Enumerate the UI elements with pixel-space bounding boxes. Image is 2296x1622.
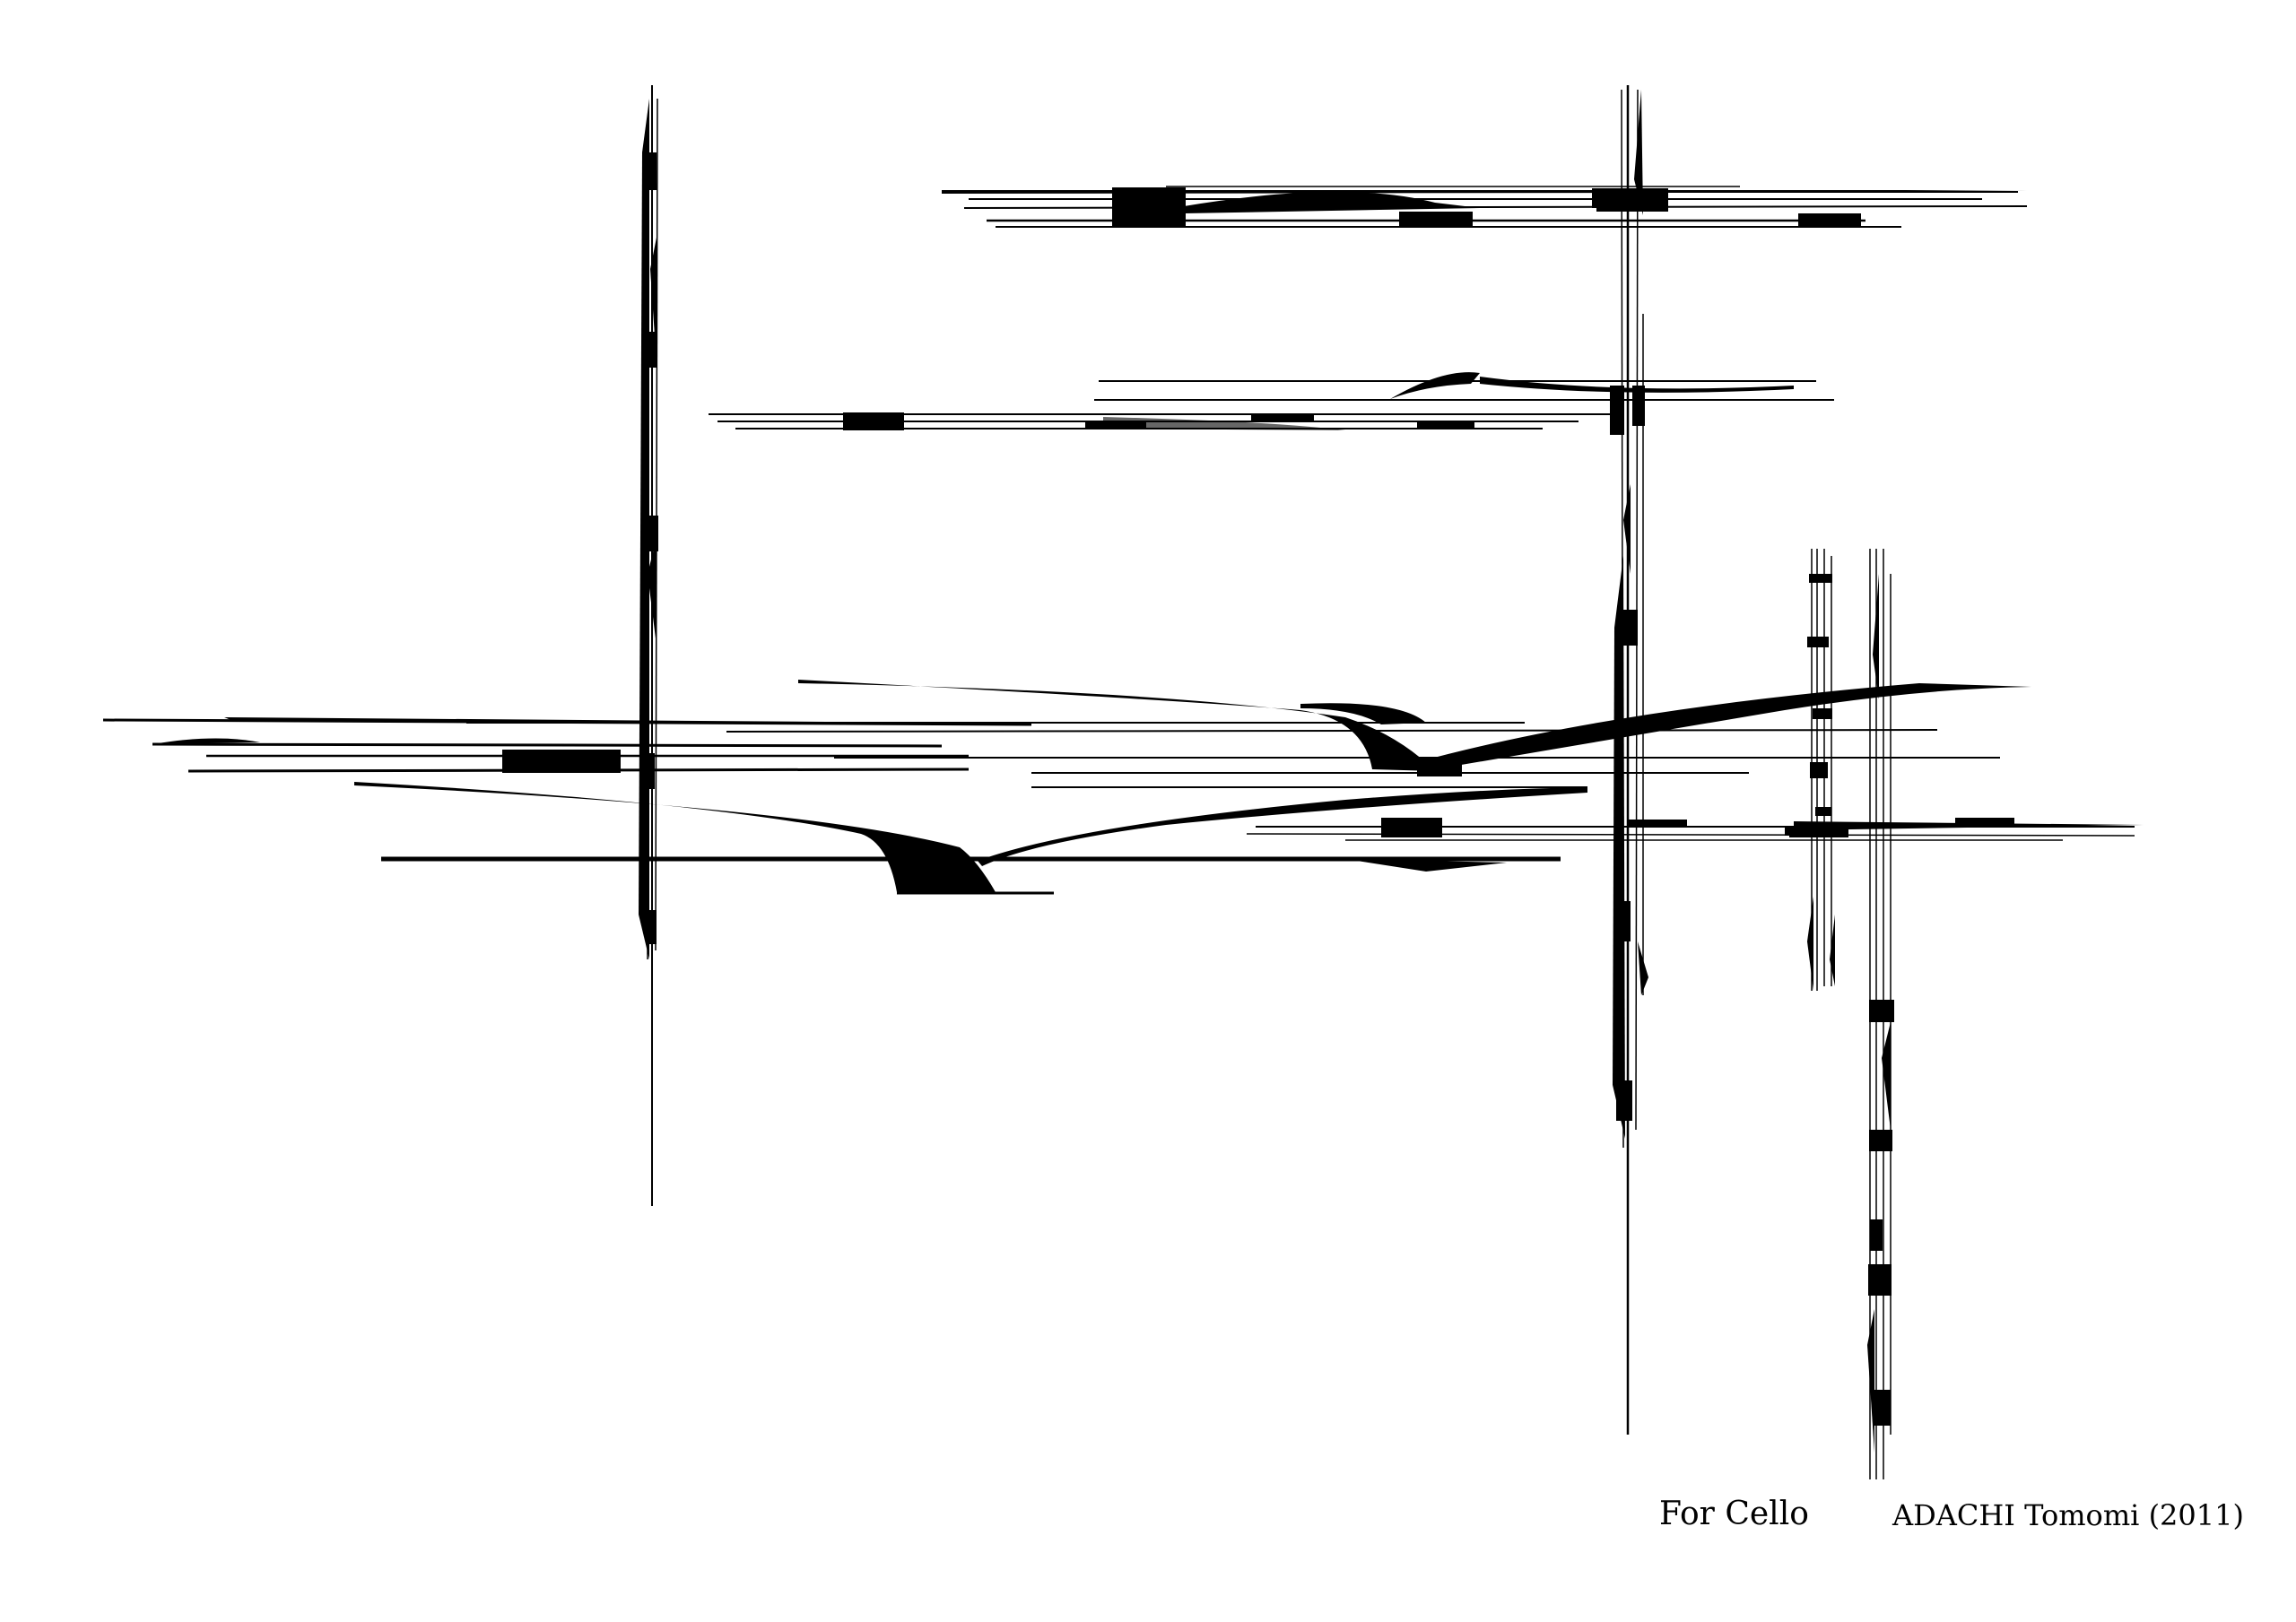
- middle-bundle: [102, 680, 2144, 895]
- vertical-strand-d: [1867, 549, 1894, 1479]
- vertical-strand-b: [1592, 85, 1664, 1435]
- top-bundle: [942, 186, 2028, 228]
- piece-title: For Cello: [1659, 1496, 1809, 1532]
- second-bundle: [709, 372, 1834, 430]
- vertical-strand-c: [1789, 549, 1848, 991]
- composer-credit: ADACHI Tomomi (2011): [1892, 1498, 2244, 1532]
- vertical-strand-a: [639, 85, 658, 1206]
